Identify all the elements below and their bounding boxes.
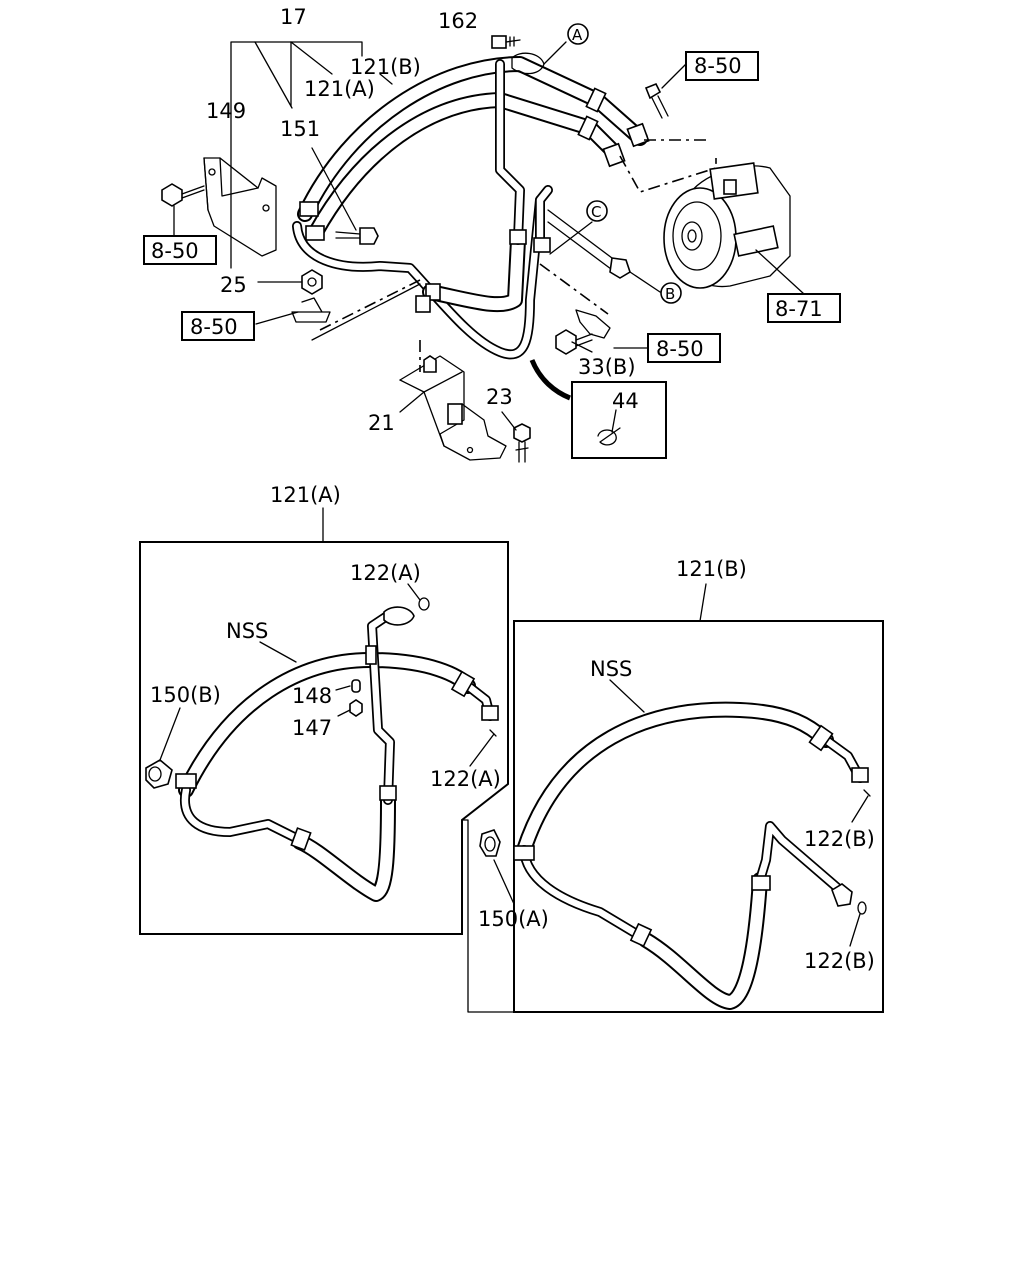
label-44: 44 bbox=[612, 389, 639, 413]
ref-box-8-50-lower-left[interactable]: 8-50 bbox=[181, 311, 255, 341]
label-21: 21 bbox=[368, 411, 395, 435]
pa-label-148: 148 bbox=[292, 684, 332, 708]
hose-121b[interactable] bbox=[297, 56, 648, 222]
panel-121b bbox=[461, 583, 884, 1013]
label-33b: 33(B) bbox=[578, 355, 636, 379]
ref-box-8-50-left-text: 8-50 bbox=[151, 239, 199, 263]
pa-label-122a-top: 122(A) bbox=[350, 561, 421, 585]
label-25: 25 bbox=[220, 273, 247, 297]
ref-box-8-50-top-right[interactable]: 8-50 bbox=[685, 51, 759, 81]
ref-box-8-50-right-text: 8-50 bbox=[656, 337, 704, 361]
callout-c-text: C bbox=[591, 203, 601, 221]
pb-label-122b-top: 122(B) bbox=[804, 827, 875, 851]
ref-box-8-71[interactable]: 8-71 bbox=[767, 293, 841, 323]
callout-b-text: B bbox=[665, 285, 675, 303]
lower-pipe-loop[interactable] bbox=[292, 59, 553, 360]
pb-label-nss: NSS bbox=[590, 657, 632, 681]
ref-box-8-50-top-right-text: 8-50 bbox=[694, 54, 742, 78]
ref-box-8-50-left[interactable]: 8-50 bbox=[143, 235, 217, 265]
callout-b[interactable]: B bbox=[660, 282, 682, 304]
bolt-33b[interactable] bbox=[555, 329, 593, 355]
bolt-162[interactable] bbox=[491, 35, 521, 49]
bolt-149[interactable] bbox=[161, 183, 205, 207]
panel-121a bbox=[139, 507, 509, 935]
part-44-box[interactable]: 44 bbox=[571, 381, 667, 459]
upper-assembly bbox=[161, 35, 805, 463]
pa-label-nss: NSS bbox=[226, 619, 268, 643]
bolt-23[interactable] bbox=[513, 423, 531, 463]
callout-c[interactable]: C bbox=[586, 200, 608, 222]
label-121b: 121(B) bbox=[350, 55, 421, 79]
label-121a: 121(A) bbox=[304, 77, 375, 101]
bolt-151[interactable] bbox=[335, 227, 379, 245]
bracket-149[interactable] bbox=[203, 157, 277, 257]
pa-label-122a-bottom: 122(A) bbox=[430, 767, 501, 791]
panel-a-title: 121(A) bbox=[270, 483, 341, 507]
callout-a[interactable]: A bbox=[567, 23, 589, 45]
ref-box-8-50-right[interactable]: 8-50 bbox=[647, 333, 721, 363]
compressor-8-71[interactable] bbox=[663, 162, 791, 289]
label-162: 162 bbox=[438, 9, 478, 33]
pb-label-122b-bottom: 122(B) bbox=[804, 949, 875, 973]
ref-box-8-50-lower-left-text: 8-50 bbox=[190, 315, 238, 339]
label-17: 17 bbox=[280, 5, 307, 29]
hose-121a[interactable] bbox=[308, 92, 620, 240]
pb-label-150a: 150(A) bbox=[478, 907, 549, 931]
panel-b-title: 121(B) bbox=[676, 557, 747, 581]
callout-a-text: A bbox=[572, 26, 583, 44]
ref-box-8-71-text: 8-71 bbox=[775, 297, 823, 321]
pa-label-147: 147 bbox=[292, 716, 332, 740]
nut-25[interactable] bbox=[301, 269, 323, 295]
label-23: 23 bbox=[486, 385, 513, 409]
label-151: 151 bbox=[280, 117, 320, 141]
pa-label-150b: 150(B) bbox=[150, 683, 221, 707]
bolt-compressor[interactable] bbox=[644, 82, 669, 119]
label-149: 149 bbox=[206, 99, 246, 123]
